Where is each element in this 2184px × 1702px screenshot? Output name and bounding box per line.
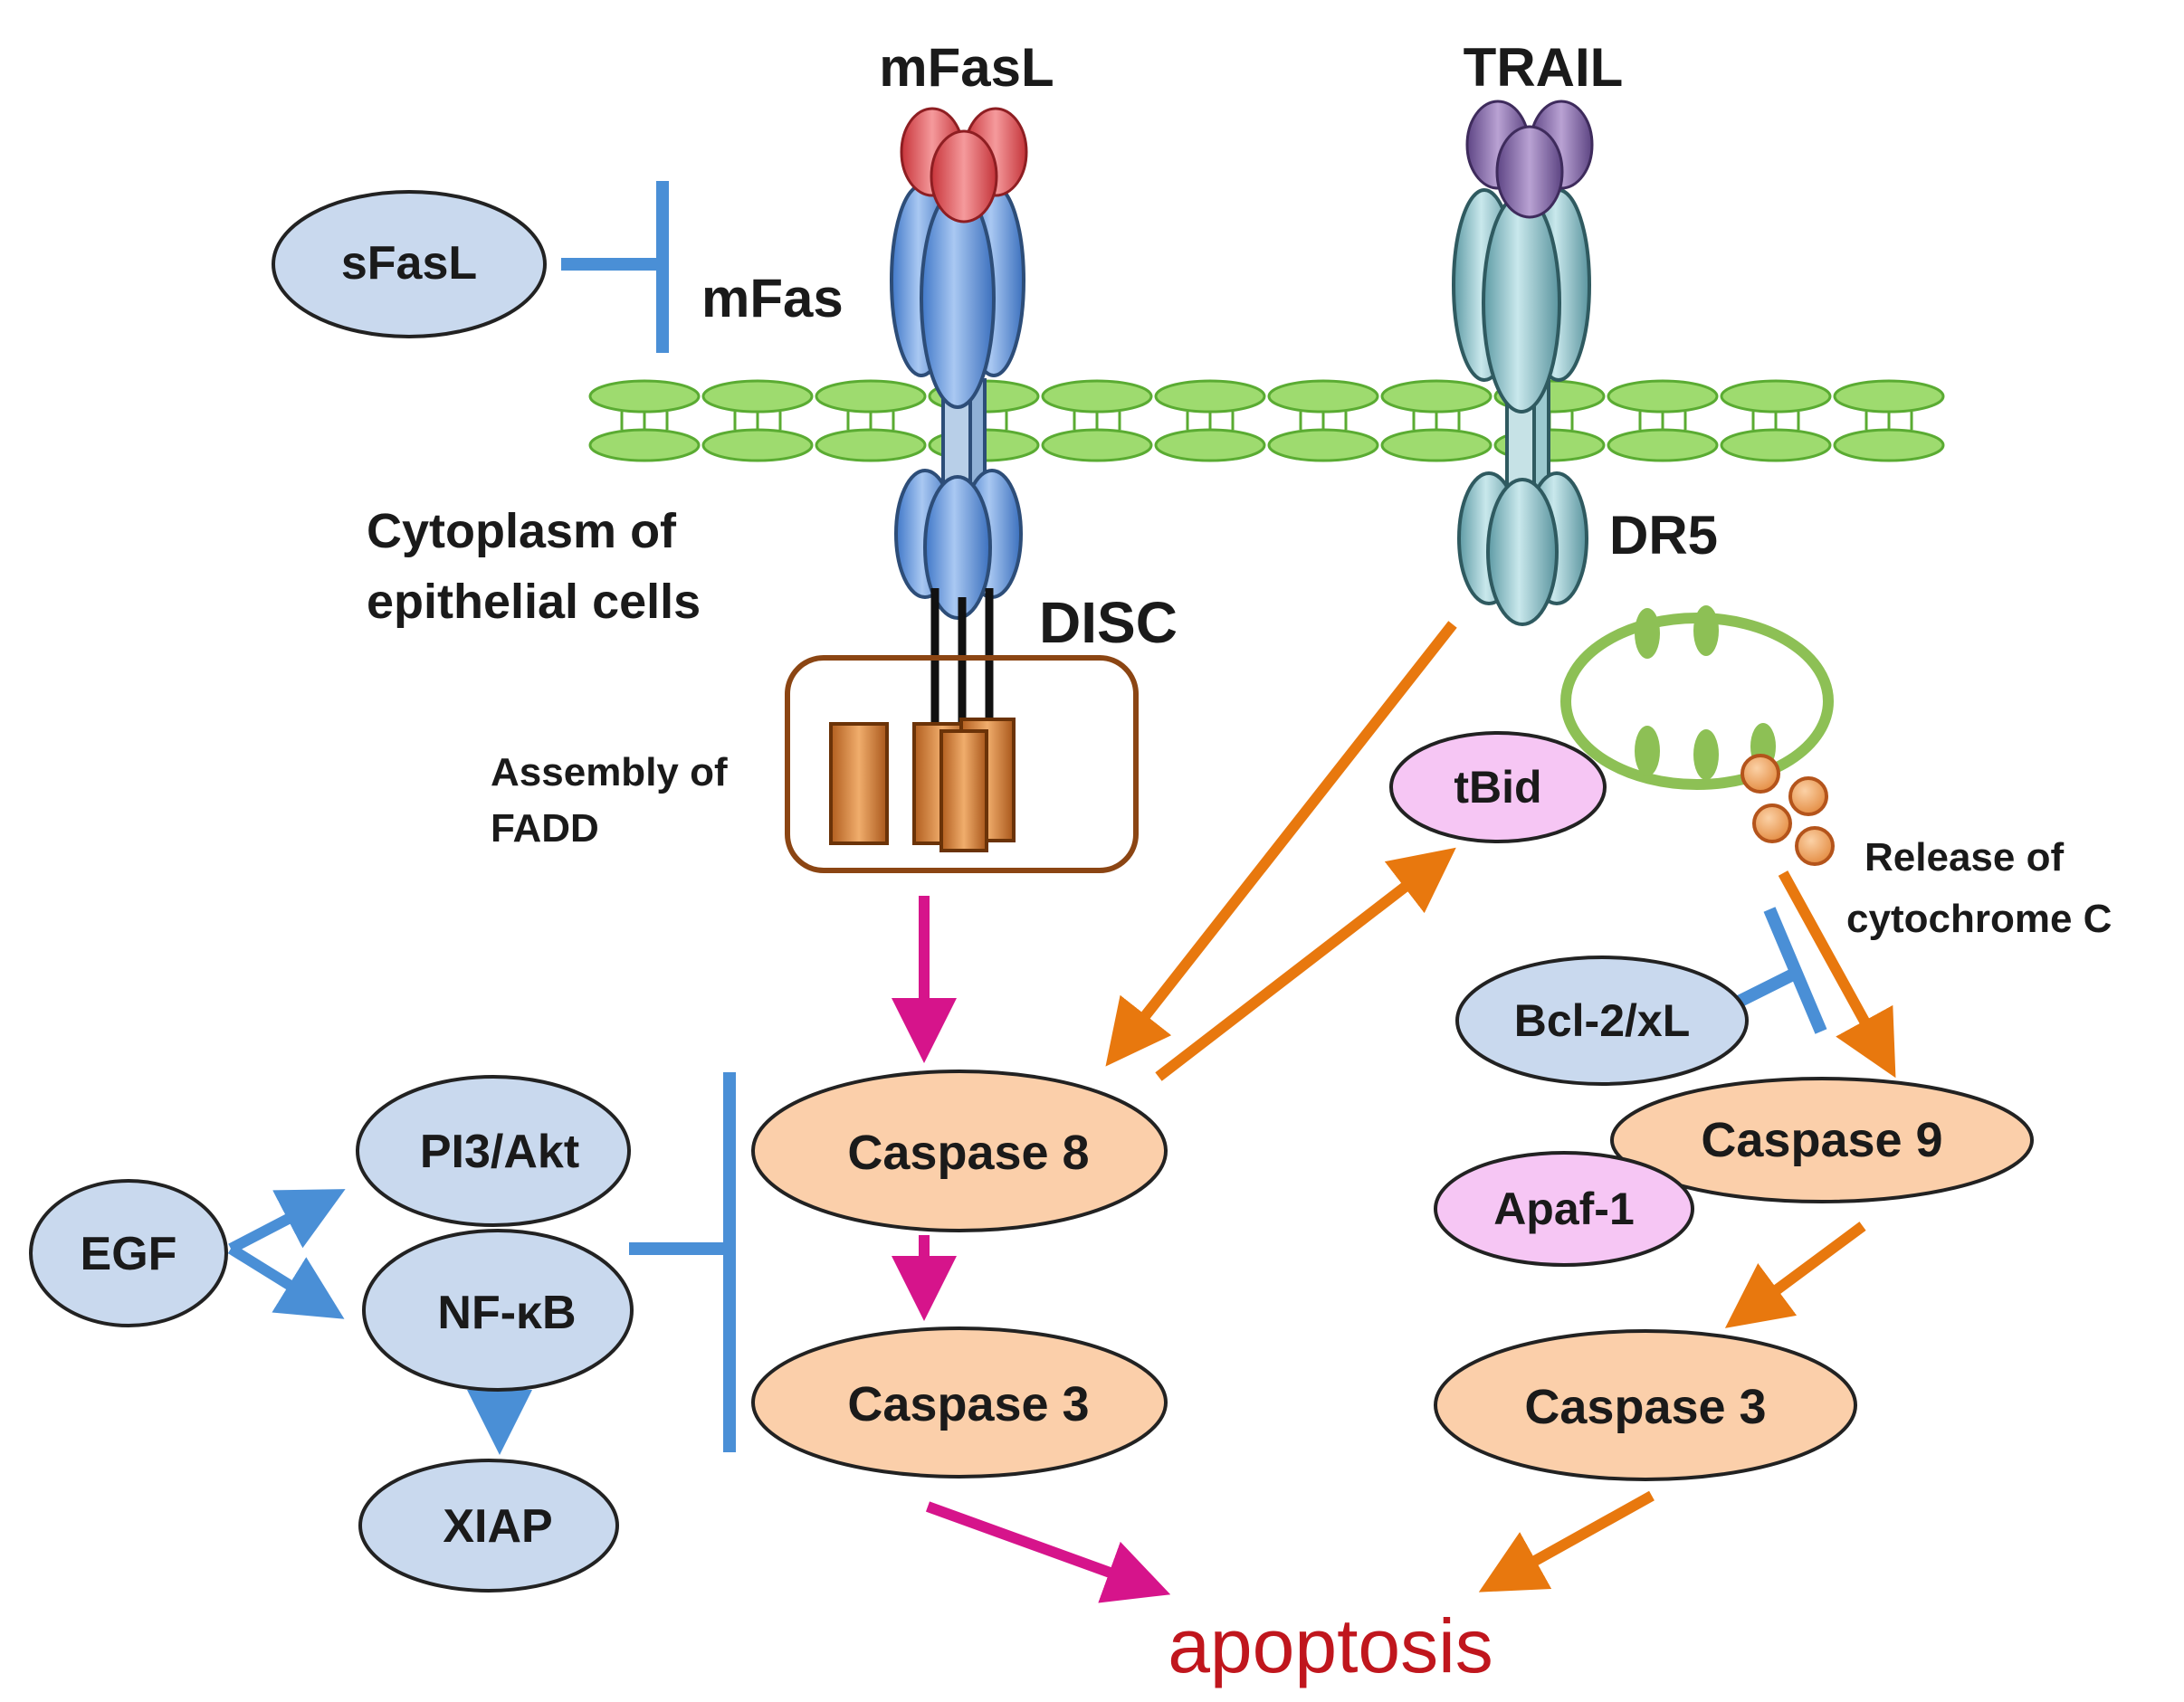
lipid-head bbox=[1267, 379, 1379, 414]
node-pi3akt: PI3/Akt bbox=[356, 1075, 631, 1227]
release-label-line2: cytochrome C bbox=[1846, 897, 2112, 941]
node-xiap: XIAP bbox=[358, 1459, 619, 1593]
tbid-label: tBid bbox=[1454, 762, 1541, 813]
inhibition-sfasl-mfas bbox=[561, 181, 669, 353]
dr5-receptor bbox=[1452, 188, 1591, 626]
fadd-label-line1: Assembly of bbox=[491, 750, 728, 794]
fadd-block bbox=[939, 729, 988, 852]
disc-label: DISC bbox=[1039, 590, 1178, 655]
caspase3-left-label: Caspase 3 bbox=[847, 1377, 1089, 1431]
cytoplasm-label-line1: Cytoplasm of bbox=[367, 504, 677, 558]
inhibition-bcl2 bbox=[1730, 907, 1827, 1034]
disc-complex bbox=[785, 588, 1139, 873]
fadd-block bbox=[829, 722, 889, 845]
lipid-head bbox=[1041, 379, 1153, 414]
lipid-head bbox=[1267, 428, 1379, 462]
lipid-head bbox=[1380, 428, 1493, 462]
node-egf: EGF bbox=[29, 1179, 228, 1327]
lipid-head bbox=[1720, 379, 1832, 414]
lipid-head bbox=[1607, 379, 1719, 414]
release-label-line1: Release of bbox=[1865, 835, 2064, 880]
caspase8-label: Caspase 8 bbox=[847, 1126, 1089, 1180]
trail-ligand bbox=[1465, 100, 1594, 219]
lipid-head bbox=[815, 428, 927, 462]
fadd-label-line2: FADD bbox=[491, 806, 599, 851]
mfasl-label: mFasL bbox=[879, 37, 1054, 98]
lipid-head bbox=[1380, 379, 1493, 414]
inhibition-survival-caspases bbox=[629, 1072, 736, 1452]
fadd-box bbox=[785, 655, 1139, 873]
caspase9-label: Caspase 9 bbox=[1701, 1113, 1942, 1167]
lipid-head bbox=[1833, 379, 1945, 414]
apaf1-label: Apaf-1 bbox=[1493, 1184, 1635, 1234]
arrow-cytochrome-to-caspase9 bbox=[1778, 870, 1896, 1079]
lipid-head bbox=[588, 379, 701, 414]
lipid-head bbox=[1154, 428, 1266, 462]
arrow-caspase9-to-caspase3 bbox=[1724, 1222, 1866, 1328]
cytochrome-c bbox=[1741, 754, 1835, 866]
cytoplasm-label-line2: epithelial cells bbox=[367, 575, 701, 629]
arrow-caspase3-to-apoptosis bbox=[925, 1501, 1171, 1603]
dr5-label: DR5 bbox=[1609, 505, 1718, 566]
arrow-dr5-to-caspase8 bbox=[1105, 621, 1457, 1067]
mfas-label: mFas bbox=[701, 268, 844, 328]
pi3akt-label: PI3/Akt bbox=[420, 1126, 579, 1178]
mfas-receptor bbox=[890, 184, 1025, 620]
node-nfkb: NF-κB bbox=[362, 1229, 634, 1392]
trail-label: TRAIL bbox=[1464, 37, 1624, 98]
nfkb-label: NF-κB bbox=[437, 1287, 576, 1339]
lipid-head bbox=[701, 379, 814, 414]
egf-branches bbox=[227, 1189, 346, 1319]
lipid-head bbox=[1041, 428, 1153, 462]
lipid-head bbox=[1154, 379, 1266, 414]
lipid-head bbox=[1607, 428, 1719, 462]
node-bcl2: Bcl-2/xL bbox=[1455, 956, 1749, 1086]
apoptosis-label: apoptosis bbox=[1168, 1603, 1493, 1688]
lipid-head bbox=[701, 428, 814, 462]
node-caspase3-left: Caspase 3 bbox=[751, 1326, 1168, 1479]
node-caspase3-right: Caspase 3 bbox=[1434, 1329, 1857, 1481]
node-sfasl: sFasL bbox=[272, 190, 547, 338]
bcl2-label: Bcl-2/xL bbox=[1514, 995, 1691, 1046]
mfasl-ligand bbox=[900, 107, 1028, 223]
sfasl-label: sFasL bbox=[341, 237, 477, 290]
node-caspase8: Caspase 8 bbox=[751, 1070, 1168, 1232]
arrow-caspase8-to-tbid bbox=[1155, 847, 1456, 1081]
lipid-head bbox=[815, 379, 927, 414]
lipid-head bbox=[1720, 428, 1832, 462]
node-caspase9: Caspase 9 bbox=[1610, 1077, 2034, 1203]
node-apaf1: Apaf-1 bbox=[1434, 1151, 1694, 1267]
lipid-head bbox=[1833, 428, 1945, 462]
xiap-label: XIAP bbox=[443, 1500, 552, 1553]
cell-membrane bbox=[588, 379, 1945, 462]
arrow-caspase3-to-apoptosis-right bbox=[1478, 1490, 1655, 1593]
mitochondrion bbox=[1560, 605, 1834, 790]
node-tbid: tBid bbox=[1389, 731, 1607, 843]
caspase3-right-label: Caspase 3 bbox=[1524, 1380, 1766, 1434]
egf-label: EGF bbox=[81, 1228, 177, 1280]
lipid-head bbox=[588, 428, 701, 462]
